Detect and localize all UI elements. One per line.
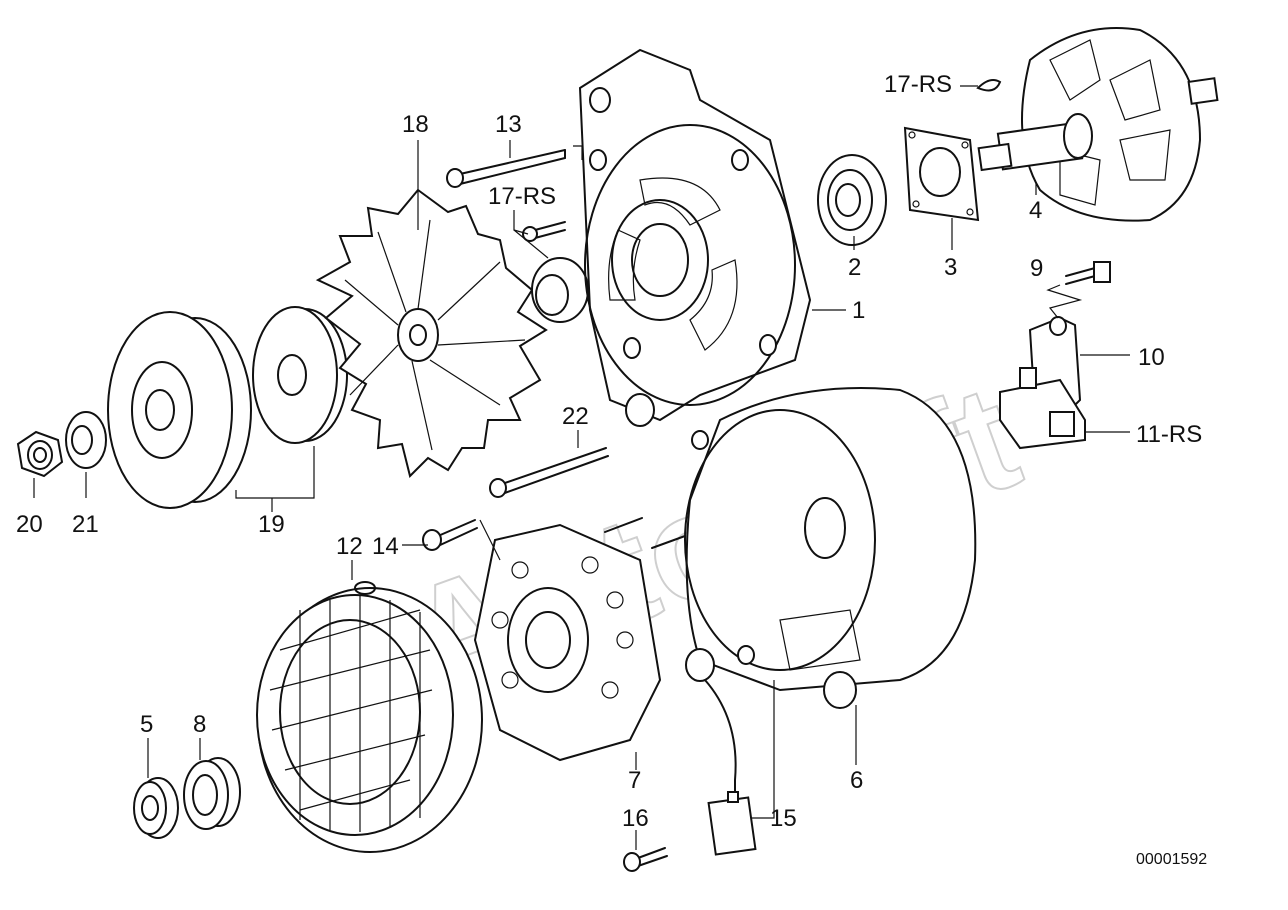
label-1: 1 xyxy=(852,297,865,324)
part-6-housing xyxy=(684,387,977,709)
part-1-housing xyxy=(578,48,812,427)
part-20-nut xyxy=(16,430,64,478)
label-12: 12 xyxy=(336,533,363,560)
part-17-rs-key xyxy=(976,79,1002,92)
part-17-rs-spacer xyxy=(531,257,589,323)
label-20: 20 xyxy=(16,511,43,538)
label-5: 5 xyxy=(140,711,153,738)
label-18: 18 xyxy=(402,111,429,138)
label-10: 10 xyxy=(1138,344,1165,371)
part-17-rs-screw xyxy=(522,221,566,242)
part-9-screw xyxy=(1065,261,1111,285)
label-13: 13 xyxy=(495,111,522,138)
label-17-rs: 17-RS xyxy=(488,183,556,210)
part-12-stator xyxy=(256,581,483,853)
part-21-washer xyxy=(65,411,107,469)
part-16-screw xyxy=(623,847,668,872)
label-15: 15 xyxy=(770,805,797,832)
part-labels: 1 2 3 4 5 6 7 8 9 10 11-RS 12 13 14 15 1… xyxy=(16,71,1202,832)
label-4: 4 xyxy=(1029,197,1042,224)
label-19: 19 xyxy=(258,511,285,538)
part-4-rotor xyxy=(977,27,1219,222)
label-9: 9 xyxy=(1030,255,1043,282)
drawing-code: 00001592 xyxy=(1136,851,1207,868)
part-15-capacitor xyxy=(685,648,757,856)
part-13-bolt xyxy=(446,149,566,188)
label-7: 7 xyxy=(628,767,641,794)
label-17-rs-top: 17-RS xyxy=(884,71,952,98)
label-3: 3 xyxy=(944,254,957,281)
part-2-bearing xyxy=(817,154,887,246)
label-2: 2 xyxy=(848,254,861,281)
label-16: 16 xyxy=(622,805,649,832)
part-22-bolt xyxy=(489,447,609,498)
label-21: 21 xyxy=(72,511,99,538)
label-22: 22 xyxy=(562,403,589,430)
part-8-sleeve xyxy=(183,757,241,830)
label-11-rs: 11-RS xyxy=(1136,421,1202,448)
label-8: 8 xyxy=(193,711,206,738)
part-19-pulley xyxy=(107,311,252,509)
label-14: 14 xyxy=(372,533,399,560)
leader-lines xyxy=(33,85,1130,850)
part-11-rs-brush-holder xyxy=(999,367,1086,450)
part-3-cover-plate xyxy=(903,126,980,222)
part-18-fan xyxy=(315,188,548,478)
part-5-bearing xyxy=(133,777,179,839)
part-19-spacer xyxy=(252,306,348,444)
part-7-rectifier xyxy=(473,517,686,762)
label-6: 6 xyxy=(850,767,863,794)
